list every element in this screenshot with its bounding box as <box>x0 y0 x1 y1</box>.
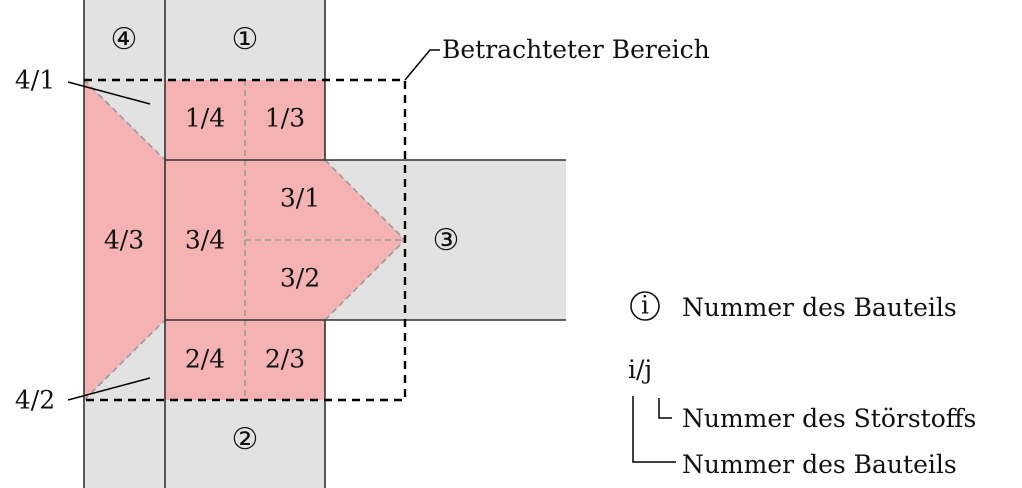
label-3-4: 3/4 <box>185 226 225 255</box>
zone-3-1 <box>245 160 405 240</box>
legend-symbol-text: Nummer des Bauteils <box>682 293 957 322</box>
label-4-1: 4/1 <box>15 66 55 95</box>
label-3-1: 3/1 <box>280 184 320 213</box>
zone-4-3 <box>84 80 165 400</box>
legend-symbol-circle <box>630 291 660 321</box>
considered-region-frame <box>84 78 407 402</box>
label-3-2: 3/2 <box>280 264 320 293</box>
zone-3-2 <box>245 240 405 320</box>
considered-region-label: Betrachteter Bereich <box>442 35 710 64</box>
division-lines <box>83 79 406 401</box>
legend: i Nummer des Bauteils i/j Nummer des Stö… <box>628 291 976 480</box>
label-4-3: 4/3 <box>104 226 144 255</box>
leader-lines <box>67 49 676 463</box>
component-1-number: ① <box>232 22 259 57</box>
legend-symbol: i <box>641 291 649 320</box>
zone-3-4 <box>165 160 245 320</box>
label-4-2: 4/2 <box>15 386 55 415</box>
label-1-4: 1/4 <box>185 104 225 133</box>
legend-j-text: Nummer des Störstoffs <box>682 404 976 433</box>
label-2-3: 2/3 <box>265 345 305 374</box>
zone-1-3 <box>245 80 325 160</box>
component-3-number: ③ <box>433 223 460 258</box>
component-2-number: ② <box>232 422 259 457</box>
label-1-3: 1/3 <box>265 104 305 133</box>
zone-2-4 <box>165 320 245 400</box>
legend-pair: i/j <box>628 355 652 384</box>
label-2-4: 2/4 <box>185 345 225 374</box>
component-edges <box>83 0 566 488</box>
zone-2-3 <box>245 320 325 400</box>
zone-1-4 <box>165 80 245 160</box>
component-4-number: ④ <box>111 22 138 57</box>
legend-i-text: Nummer des Bauteils <box>682 450 957 479</box>
